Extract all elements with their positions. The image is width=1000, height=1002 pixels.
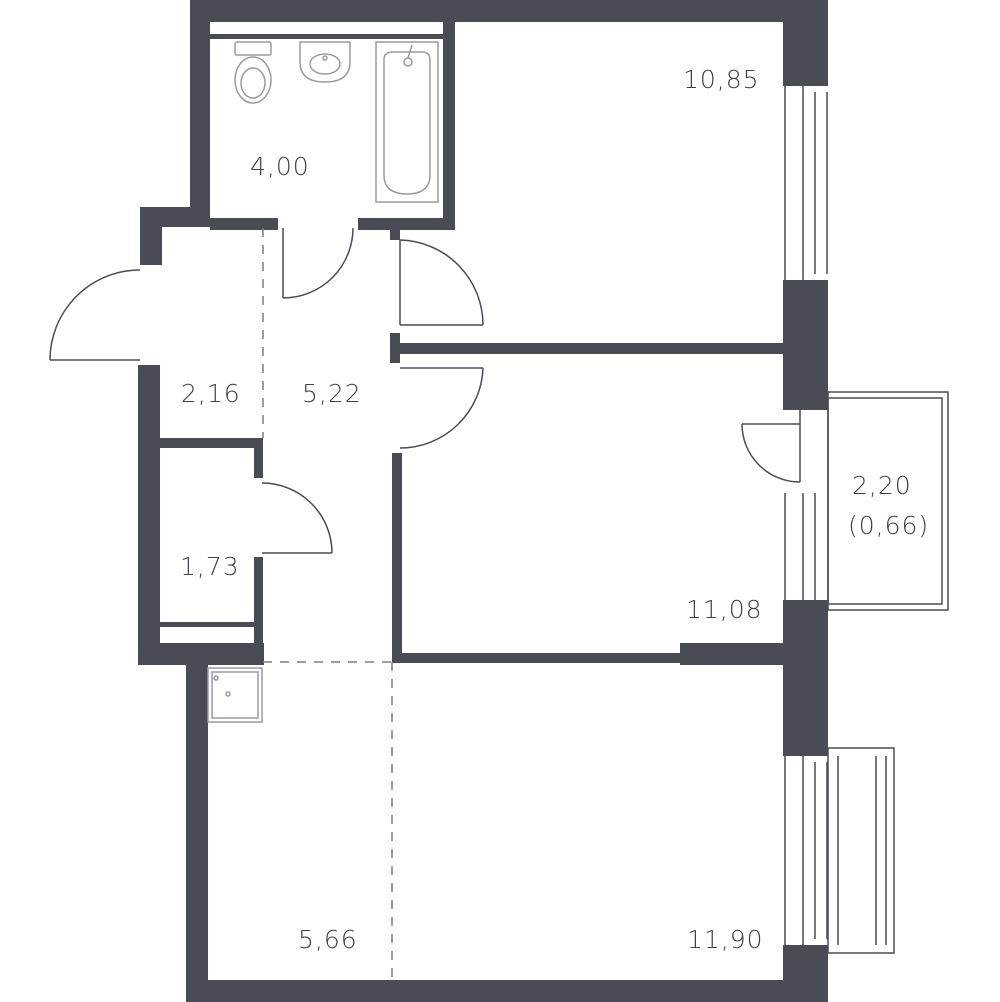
wall-bathroom-bottom-left	[210, 218, 278, 230]
wall-bedroom-partition-long	[400, 343, 783, 354]
wall-right-top	[783, 0, 828, 86]
area-label-balcony-sub: (0,66)	[848, 511, 929, 540]
area-label-kitchen: 5,66	[298, 925, 358, 954]
wall-storage-right	[254, 438, 263, 478]
storage-door	[261, 482, 333, 554]
doors	[49, 227, 801, 554]
french-balcony	[827, 747, 895, 954]
french-balcony-outline	[827, 747, 895, 954]
wall-storage-top	[160, 438, 262, 448]
bedroom-top-door	[399, 239, 484, 326]
wall-bathroom-bottom-right	[358, 218, 455, 230]
area-label-balcony: 2,20	[852, 471, 912, 500]
window-living-room	[784, 756, 828, 945]
wall-storage-right-low	[254, 557, 263, 647]
balcony-door	[741, 410, 801, 483]
wall-bedroom-partition	[390, 333, 400, 363]
wall-bottom	[186, 980, 828, 1002]
walls	[138, 0, 828, 1002]
window-top-bedroom	[784, 86, 828, 280]
area-label-bedroom-top: 10,85	[683, 65, 760, 94]
bathroom-door	[282, 227, 354, 299]
area-label-entry: 2,16	[181, 379, 241, 408]
wall-right-mid	[783, 280, 828, 410]
wall-middle-left	[392, 453, 402, 663]
wall-kitchen-left	[186, 643, 208, 1002]
bathroom-fixtures	[234, 41, 439, 203]
sink-icon	[299, 41, 351, 83]
balcony-outline	[827, 391, 949, 611]
area-label-living-room: 11,90	[687, 925, 764, 954]
wall-bathroom-right	[443, 22, 455, 228]
area-label-hallway: 5,22	[302, 379, 362, 408]
wall-left-lower	[138, 365, 160, 663]
zone-separators	[262, 228, 393, 980]
wall-middle-bottom-stub	[680, 643, 783, 665]
toilet-icon	[234, 41, 272, 104]
windows	[784, 86, 828, 945]
area-labels: 4,00 10,85 2,16 5,22 1,73 11,08 2,20 (0,…	[180, 65, 929, 954]
wall-middle-bottom	[392, 653, 692, 663]
area-label-bathroom: 4,00	[250, 152, 310, 181]
wall-right-low	[783, 600, 828, 756]
wall-right-bottom	[783, 945, 828, 1002]
wall-storage-bottom	[160, 622, 254, 627]
bathtub-icon	[375, 41, 439, 203]
area-label-bedroom-middle: 11,08	[686, 595, 763, 624]
wall-bedroom-door-post	[390, 228, 400, 240]
balcony	[827, 391, 949, 611]
wall-bathroom-left	[190, 0, 210, 220]
area-label-storage: 1,73	[180, 552, 240, 581]
bedroom-middle-door	[399, 367, 484, 449]
wall-bathroom-shelf	[210, 34, 443, 39]
entrance-door	[49, 269, 141, 361]
wall-entry-left-upper	[140, 207, 162, 265]
balcony-inner	[827, 397, 943, 605]
wall-top	[190, 0, 828, 22]
stove-icon	[207, 667, 263, 723]
window-middle-bedroom	[784, 493, 816, 600]
